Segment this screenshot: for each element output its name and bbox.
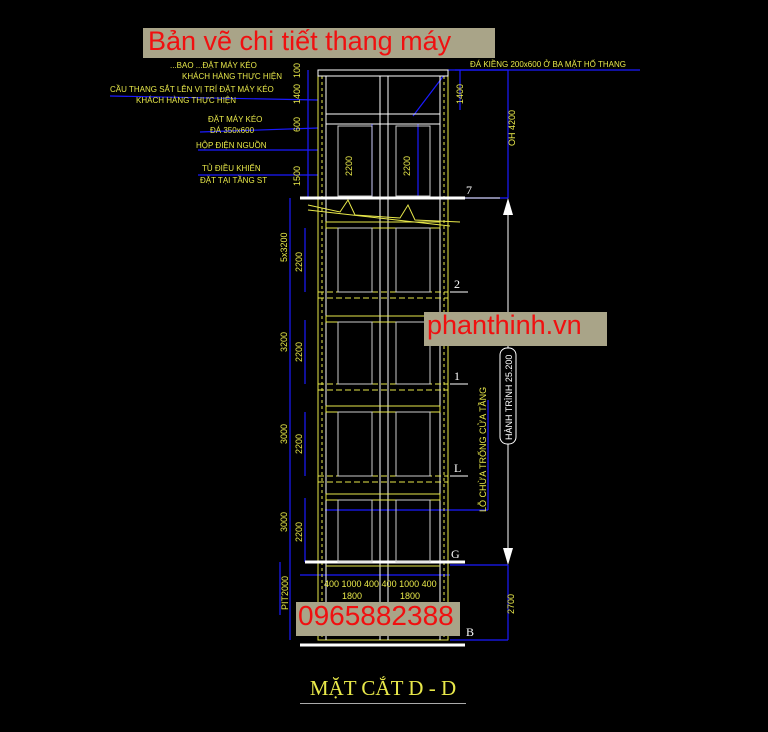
note-machine: ĐẶT MÁY KÉO [208, 115, 262, 124]
dim-100: 100 [292, 63, 302, 78]
level-l: L [454, 461, 461, 475]
dim-right-top: 1400 [455, 84, 465, 104]
dim-door: 2200 [294, 434, 304, 454]
level-g: G [451, 547, 460, 561]
dim-door: 2200 [294, 342, 304, 362]
note-top-hidden-2: KHÁCH HÀNG THỰC HIỆN [182, 72, 282, 81]
phone-watermark: 0965882388 [296, 602, 460, 636]
travel-arrow [499, 198, 517, 565]
dim-door: 2200 [294, 522, 304, 542]
dim-floor-7: 5x3200 [279, 232, 289, 262]
dim-floor-1: 3000 [279, 424, 289, 444]
note-top-hidden: ...BAO ...ĐẶT MÁY KÉO [170, 61, 257, 70]
level-7: 7 [466, 183, 472, 197]
dim-bottom-right: 2700 [506, 594, 516, 614]
drawing-title: MẶT CẮT D - D [300, 676, 466, 704]
level-b: B [466, 625, 474, 639]
travel-label: HÀNH TRÌNH 25.200 [504, 355, 514, 440]
website-watermark: phanthinh.vn [424, 312, 607, 346]
dim-pit: PIT2000 [280, 576, 290, 610]
dim-door: 2200 [344, 156, 354, 176]
dimension-lines [109, 69, 640, 641]
note-machine-2: ĐÁ 350x600 [210, 126, 255, 135]
note-power-box: HỘP ĐIỆN NGUỒN [196, 140, 267, 150]
note-beam: ĐÁ KIỀNG 200x600 Ở BA MẶT HỐ THANG [470, 59, 626, 69]
dim-door: 2200 [402, 156, 412, 176]
dim-door: 2200 [294, 252, 304, 272]
shaft-walls [300, 69, 500, 647]
dim-car-width: 1800 [342, 591, 362, 601]
level-2: 2 [454, 277, 460, 291]
dim-widths: 400 1000 400 400 1000 400 [324, 579, 437, 589]
title-watermark: Bản vẽ chi tiết thang máy [143, 28, 495, 58]
door-panels [337, 125, 431, 563]
level-1: 1 [454, 369, 460, 383]
dim-floor-l: 3000 [279, 512, 289, 532]
note-controller: TỦ ĐIỀU KHIỂN [202, 163, 261, 173]
note-door-opening: LỖ CHỪA TRỐNG CỬA TẦNG [477, 387, 488, 512]
dim-car-width: 1800 [400, 591, 420, 601]
dim-1400: 1400 [292, 84, 302, 104]
note-hoist-beam-2: KHÁCH HÀNG THỰC HIỆN [136, 96, 236, 105]
dim-600: 600 [292, 117, 302, 132]
dim-floor-2: 3200 [279, 332, 289, 352]
dim-overhead: OH 4200 [507, 110, 517, 146]
note-controller-2: ĐẶT TẠI TẦNG ST [200, 175, 267, 185]
note-hoist-beam: CẦU THANG SẮT LÊN VỊ TRÍ ĐẶT MÁY KÉO [110, 84, 274, 94]
dim-1500: 1500 [292, 166, 302, 186]
